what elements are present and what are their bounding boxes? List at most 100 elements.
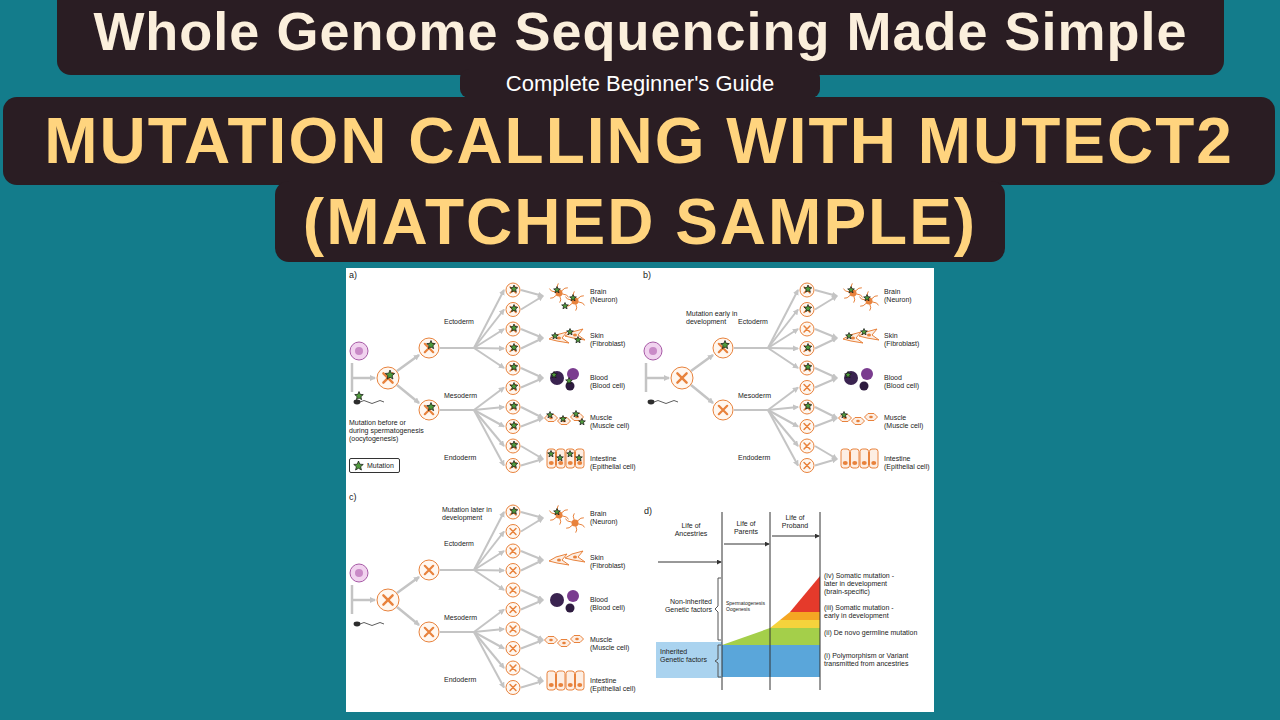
arrow-line (474, 329, 504, 348)
figure-label: Mutation early in development (686, 310, 740, 326)
chromosome (425, 628, 433, 636)
chromosome (510, 587, 516, 593)
egg-cell (644, 342, 662, 360)
muscle-cell (852, 418, 865, 425)
arrow-line (815, 338, 837, 349)
late-somatic-band (790, 576, 820, 612)
arrow-line (768, 310, 798, 349)
chromosome (510, 548, 516, 554)
mutation-star (552, 333, 559, 339)
epithelial-cell (576, 449, 585, 468)
mutation-star (355, 392, 364, 400)
sperm-tail (360, 623, 384, 626)
neuron (565, 291, 584, 310)
banner-text: (MATCHED SAMPLE) (303, 190, 977, 254)
arrow-line (768, 347, 798, 350)
fibroblast-nucleus (557, 559, 561, 562)
chromosome (804, 326, 810, 332)
muscle-cell (545, 637, 558, 644)
cell (800, 283, 814, 297)
mutation-star (385, 370, 395, 379)
arrow-line (768, 410, 798, 446)
figure-label: Brain (Neuron) (590, 288, 622, 304)
arrow-line (521, 600, 543, 610)
cell-membrane (800, 361, 814, 375)
figure-label: Endoderm (444, 454, 476, 462)
cell (800, 303, 814, 317)
sperm-head (648, 400, 655, 405)
chromosome (677, 373, 686, 382)
epithelial-nucleus (549, 683, 554, 687)
arrow-line (815, 446, 837, 459)
cell-membrane (506, 525, 520, 539)
cell-membrane (800, 342, 814, 356)
arrow-line (474, 632, 504, 668)
arrow-line (521, 668, 543, 681)
arrow-line (397, 385, 419, 403)
figure-label: Ectoderm (444, 318, 474, 326)
chromosome (510, 607, 516, 613)
lineage-panel (350, 505, 585, 695)
neuron-body (572, 520, 579, 527)
muscle-nucleus (562, 642, 566, 644)
figure-label: Intestine (Epithelial cell) (884, 455, 932, 471)
cell-membrane (506, 459, 520, 473)
lineage-stem (440, 569, 474, 571)
fibroblast-nucleus (867, 334, 871, 337)
epithelial-cell (576, 671, 585, 690)
chromosome (804, 424, 810, 430)
early-somatic-band (770, 620, 820, 628)
neuron (549, 283, 568, 302)
legend-star (353, 460, 364, 471)
mutation-star (510, 441, 518, 448)
arrow-line (397, 577, 419, 593)
arrow-line (521, 629, 543, 640)
figure-illustration (346, 268, 934, 712)
mutation-star (554, 287, 561, 293)
arrow-line (768, 407, 798, 410)
figure-label: Muscle (Muscle cell) (590, 636, 632, 652)
figure-label: Skin (Fibroblast) (884, 332, 918, 348)
arrow-line (474, 532, 504, 571)
figure-label: b) (643, 270, 651, 280)
figure-label: Muscle (Muscle cell) (590, 414, 632, 430)
cell (419, 400, 439, 420)
mutation-star (510, 422, 518, 429)
figure-label: (iii) Somatic mutation - early in develo… (824, 604, 896, 620)
blood-cell (860, 382, 869, 391)
mutation-star (804, 305, 812, 312)
chromosome (510, 685, 516, 691)
mutation-star (560, 416, 567, 422)
legend-box: Mutation (349, 458, 400, 473)
fibroblast-nucleus (557, 337, 561, 340)
cell-membrane (800, 322, 814, 336)
mutation-star (804, 402, 812, 409)
epithelial-nucleus (852, 461, 857, 465)
figure-label: Mesoderm (738, 392, 771, 400)
cell-membrane (800, 439, 814, 453)
figure-label: Intestine (Epithelial cell) (590, 455, 638, 471)
figure-label: Mutation before or during spermatogenesi… (349, 419, 425, 443)
cell-membrane (713, 338, 733, 358)
cell-membrane (800, 381, 814, 395)
cell-membrane (506, 400, 520, 414)
figure-label: Blood (Blood cell) (884, 374, 921, 390)
cell (506, 420, 520, 434)
cell (506, 642, 520, 656)
legend-text: Mutation (367, 462, 394, 469)
figure-label: (i) Polymorphism or Variant transmitted … (824, 652, 932, 668)
neuron (549, 505, 568, 524)
cell (671, 367, 693, 389)
cell (713, 338, 733, 358)
cell-membrane (419, 560, 439, 580)
blood-cell (844, 371, 858, 385)
lineage-stem (734, 409, 768, 411)
muscle-cell (571, 636, 584, 643)
cell (506, 622, 520, 636)
cell-membrane (506, 342, 520, 356)
lineage-panel (644, 283, 879, 473)
figure-label: Mesoderm (444, 392, 477, 400)
fibroblast (565, 551, 585, 562)
mutation-star (510, 344, 518, 351)
